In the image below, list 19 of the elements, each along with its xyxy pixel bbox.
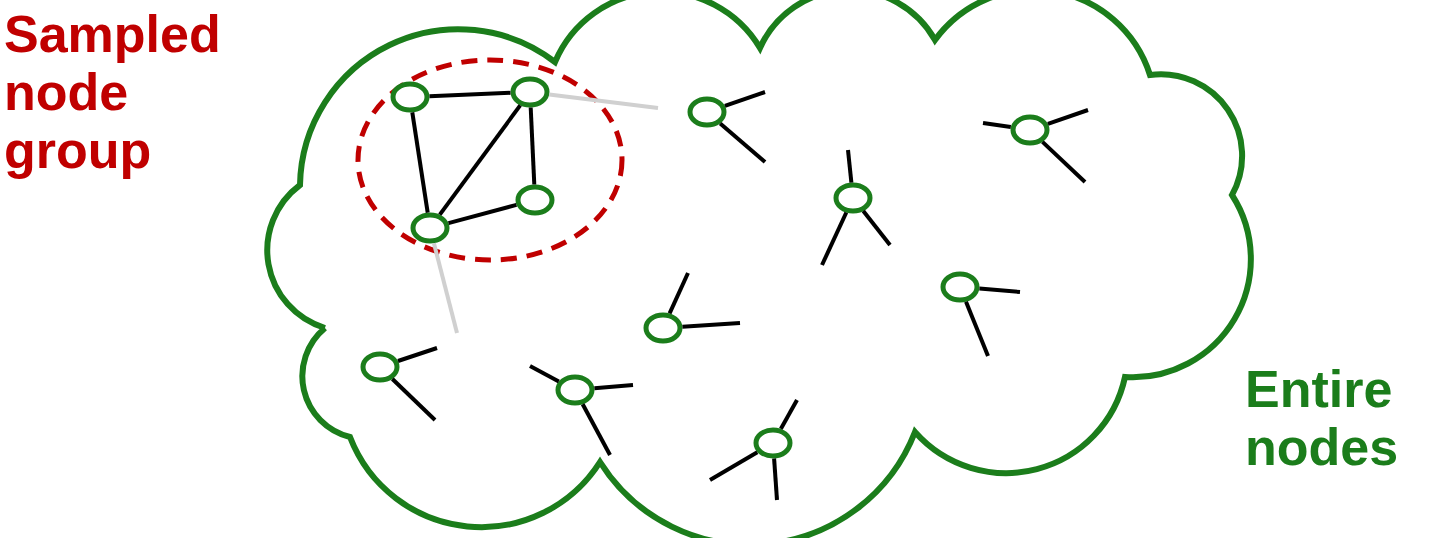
graph-node-circle — [515, 184, 555, 216]
graph-node-circle — [555, 374, 595, 406]
link-line — [410, 112, 430, 213]
graph-node-circle — [1010, 114, 1050, 146]
graph-node-circle — [833, 182, 873, 214]
link-line — [448, 202, 517, 226]
graph-node-circle — [687, 96, 727, 128]
graph-node-circle — [360, 351, 400, 383]
graph-node-circle — [643, 312, 683, 344]
link-line — [429, 90, 511, 99]
link-line — [438, 104, 522, 216]
graph-node-circle — [753, 427, 793, 459]
link-line — [528, 107, 537, 185]
graph-node-circle — [390, 81, 430, 113]
graph-node-circle — [940, 271, 980, 303]
graph-node-circle — [510, 76, 550, 108]
group-label: Entire nodes — [1245, 360, 1400, 476]
group-label: Sampled node group — [4, 5, 222, 179]
graph-node-circle — [410, 212, 450, 244]
